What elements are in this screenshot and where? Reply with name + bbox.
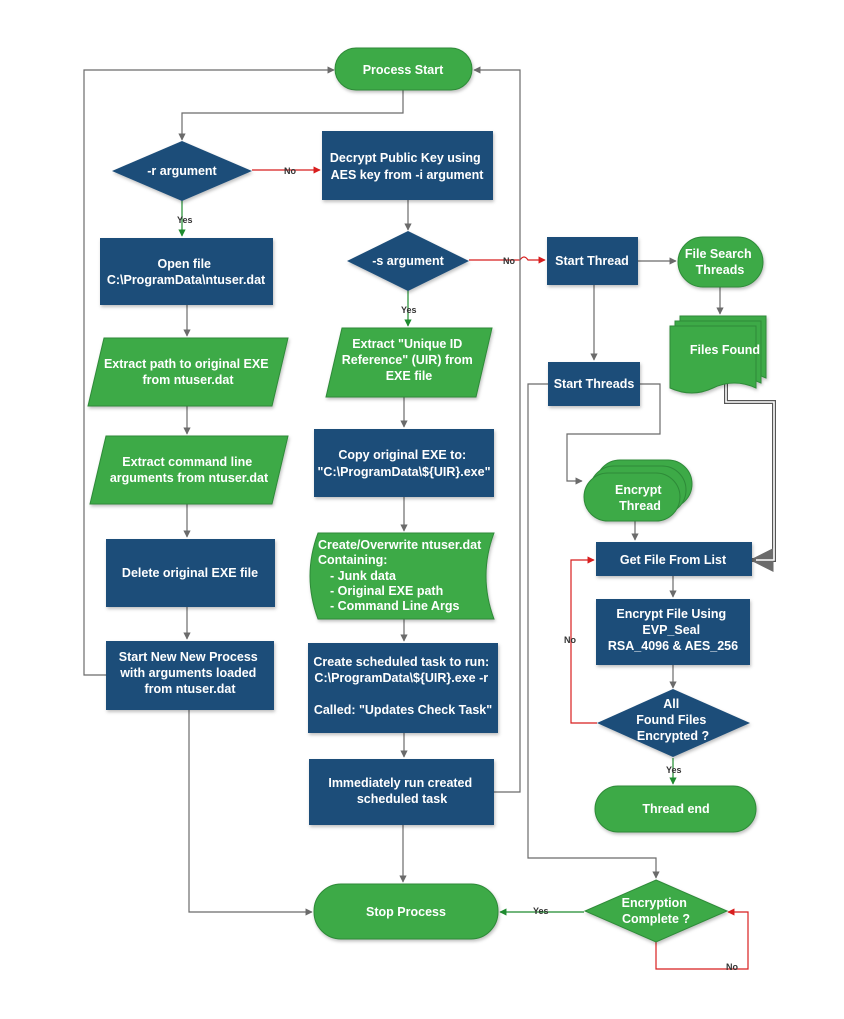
encryption-complete-decision: [583, 879, 729, 943]
edge-all-no: [570, 556, 597, 724]
delete-exe-node: [106, 539, 275, 607]
edge-label-complete-no: No: [726, 962, 738, 972]
edge-startnew-loop: [83, 66, 335, 676]
start-new-process-node: [106, 641, 274, 710]
edge-label-all-yes: Yes: [666, 765, 682, 775]
start-thread-label: Start Thread: [555, 254, 629, 268]
edge-start-to-r: [178, 87, 404, 141]
s-argument-label: -s argument: [372, 254, 444, 268]
encrypt-file-label: Encrypt File Using EVP_Seal RSA_4096 & A…: [608, 607, 738, 653]
delete-exe-label: Delete original EXE file: [122, 566, 258, 580]
file-search-threads-label: File Search Threads: [685, 247, 755, 277]
encrypt-file-node: [596, 599, 750, 665]
start-threads-node: [548, 362, 640, 406]
get-file-label: Get File From List: [620, 553, 727, 567]
all-encrypted-decision: [597, 689, 750, 757]
start-thread-node: [547, 237, 638, 285]
all-encrypted-label: All Found Files Encrypted ?: [636, 697, 710, 743]
extract-uir-label: Extract "Unique ID Reference" (UIR) from…: [342, 337, 476, 383]
extract-uir-node: [325, 327, 493, 398]
start-threads-label: Start Threads: [554, 377, 635, 391]
edge-startnew-to-stop: [188, 710, 313, 916]
run-task-label: Immediately run created scheduled task: [328, 776, 475, 806]
r-argument-label: -r argument: [147, 164, 217, 178]
r-argument-decision: [112, 141, 252, 201]
extract-args-label: Extract command line arguments from ntus…: [110, 455, 269, 485]
edge-label-all-no: No: [564, 635, 576, 645]
decrypt-key-label: Decrypt Public Key using AES key from -i…: [330, 151, 484, 182]
process-start-node: [334, 47, 473, 91]
create-ntuser-label: Create/Overwrite ntuser.dat Containing: …: [318, 538, 485, 613]
thread-end-label: Thread end: [642, 802, 709, 816]
file-search-threads-node: [677, 236, 764, 288]
s-argument-decision: [347, 231, 469, 291]
thread-end-node: [594, 785, 757, 833]
stop-process-label: Stop Process: [366, 905, 446, 919]
create-task-node: [308, 643, 498, 733]
copy-exe-node: [314, 429, 494, 497]
open-file-label: Open file C:\ProgramData\ntuser.dat: [107, 257, 266, 287]
edge-label-complete-yes: Yes: [533, 906, 549, 916]
edge-threads-to-complete: [527, 383, 660, 879]
files-found-label: Files Found: [690, 343, 760, 357]
edge-found-to-getfile: [724, 382, 776, 572]
edge-complete-no: [655, 908, 749, 970]
edge-label-s-no: No: [503, 256, 515, 266]
encryption-complete-label: Encryption Complete ?: [622, 896, 691, 926]
edge-run-loop: [473, 66, 521, 793]
extract-path-node: [87, 337, 289, 407]
edge-label-r-yes: Yes: [177, 215, 193, 225]
encrypt-thread-label: Encrypt Thread: [615, 483, 665, 513]
edge-labels: No Yes No Yes No Yes Yes No: [177, 166, 738, 972]
copy-exe-label: Copy original EXE to: "C:\ProgramData\${…: [317, 448, 490, 479]
create-ntuser-node: [309, 532, 495, 620]
run-task-node: [309, 759, 494, 825]
nodes: Process Start -r argument Decrypt Public…: [87, 47, 767, 943]
get-file-node: [596, 542, 752, 576]
edge-label-r-no: No: [284, 166, 296, 176]
connectors: [83, 66, 776, 970]
open-file-node: [100, 238, 273, 305]
decrypt-key-node: [322, 131, 493, 200]
encrypt-thread-node: [583, 459, 693, 522]
extract-args-node: [89, 435, 289, 505]
extract-path-label: Extract path to original EXE from ntuser…: [104, 357, 272, 387]
edge-label-s-yes: Yes: [401, 305, 417, 315]
create-task-label: Create scheduled task to run: C:\Program…: [313, 655, 492, 717]
edge-threads-to-encrypt: [566, 383, 661, 485]
files-found-node: [669, 315, 767, 394]
process-start-label: Process Start: [363, 63, 444, 77]
stop-process-node: [313, 883, 499, 940]
start-new-process-label: Start New New Process with arguments loa…: [119, 650, 261, 696]
